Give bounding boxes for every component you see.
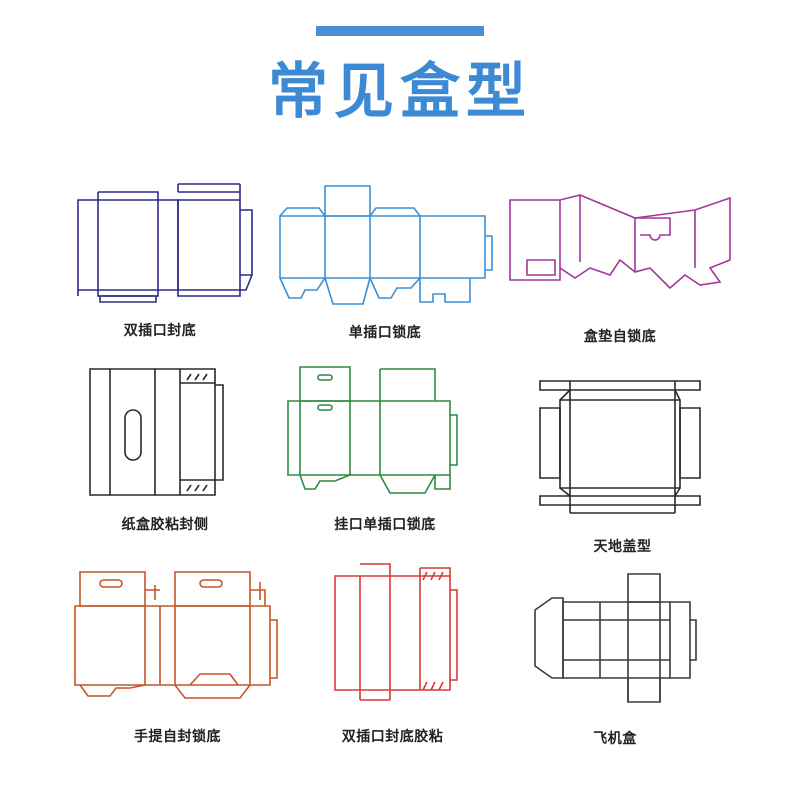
tray-self-lock-dieline bbox=[509, 194, 731, 290]
lid-and-base-dieline bbox=[539, 380, 701, 514]
box-label: 手提自封锁底 bbox=[134, 729, 221, 745]
box-type-single-tuck-lock-bottom: 单插口锁底 bbox=[275, 180, 495, 345]
mailer-dieline bbox=[534, 573, 697, 703]
single-tuck-lock-bottom-dieline bbox=[279, 185, 493, 305]
box-label: 飞机盒 bbox=[593, 731, 637, 747]
box-label: 挂口单插口锁底 bbox=[334, 517, 436, 533]
box-type-hang-tab-lock-bottom: 挂口单插口锁底 bbox=[285, 365, 485, 535]
handle-self-lock-dieline bbox=[74, 571, 278, 699]
box-label: 天地盖型 bbox=[593, 539, 652, 555]
box-type-tray-self-lock: 盒垫自锁底 bbox=[505, 190, 735, 355]
hang-tab-lock-bottom-dieline bbox=[287, 366, 458, 494]
box-label: 双插口封底胶粘 bbox=[341, 729, 444, 745]
double-tuck-dieline bbox=[77, 183, 253, 303]
box-label: 纸盒胶粘封侧 bbox=[121, 517, 209, 533]
box-type-double-tuck: 双插口封底 bbox=[60, 180, 260, 345]
glued-side-dieline bbox=[89, 368, 224, 496]
page-title: 常见盒型 bbox=[268, 57, 532, 127]
double-tuck-glued-dieline bbox=[334, 563, 458, 701]
box-label: 双插口封底 bbox=[123, 323, 197, 339]
box-type-glued-side: 纸盒胶粘封侧 bbox=[85, 365, 245, 535]
box-label: 盒垫自锁底 bbox=[583, 329, 657, 345]
box-type-lid-and-base: 天地盖型 bbox=[535, 378, 710, 558]
box-type-handle-self-lock: 手提自封锁底 bbox=[70, 570, 285, 750]
box-label: 单插口锁底 bbox=[348, 325, 422, 341]
header-accent-bar bbox=[316, 26, 484, 36]
box-type-mailer: 飞机盒 bbox=[530, 572, 700, 752]
box-type-double-tuck-glued: 双插口封底胶粘 bbox=[315, 560, 470, 750]
